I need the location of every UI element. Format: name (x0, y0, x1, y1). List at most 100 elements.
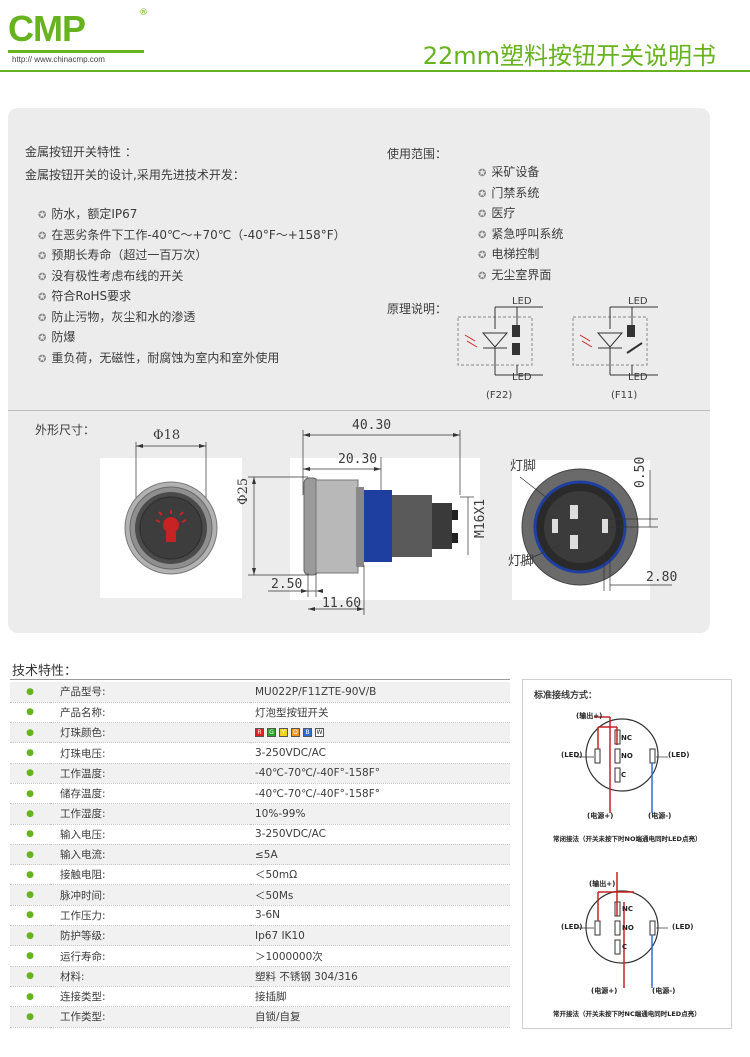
list-item: 防爆 (38, 328, 346, 349)
led-label: LED (628, 372, 648, 383)
table-row: ●脉冲时间:＜50Ms (10, 884, 510, 906)
circuit-diagram-f22 (457, 306, 543, 376)
bullet-icon: ● (10, 945, 50, 967)
dim-0-50: 0.50 (633, 456, 648, 488)
spec-label: 防护等级: (50, 925, 250, 947)
spec-value: 10%-99% (250, 803, 510, 825)
bullet-icon: ● (10, 884, 50, 906)
spec-label: 产品名称: (50, 702, 250, 724)
power-minus-label: (电源-) (652, 987, 676, 995)
list-item: 防水，额定IP67 (38, 205, 346, 226)
table-row: ●工作湿度:10%-99% (10, 803, 510, 825)
c-label: C (622, 943, 628, 951)
table-row: ●接触电阻:＜50mΩ (10, 864, 510, 886)
wiring-diagram-no (576, 872, 668, 988)
bullet-icon: ● (10, 742, 50, 764)
panel-divider (8, 410, 710, 411)
nc-label: NC (621, 734, 632, 742)
bullet-icon: ● (10, 966, 50, 987)
color-chip-green: G (267, 728, 276, 738)
spec-label: 运行寿命: (50, 945, 250, 967)
spec-label: 输入电流: (50, 844, 250, 866)
spec-value: 3-250VDC/AC (250, 742, 510, 764)
led-label: (LED) (561, 751, 583, 759)
spec-value: -40℃-70℃/-40F°-158F° (250, 783, 510, 805)
logo-underline (8, 50, 144, 53)
list-item: 预期长寿命（超过一百万次） (38, 246, 346, 267)
table-row: ●输入电压:3-250VDC/AC (10, 824, 510, 845)
bullet-icon: ● (10, 824, 50, 845)
led-label: (LED) (672, 923, 694, 931)
table-row: ●连接类型:接插脚 (10, 986, 510, 1008)
company-url: http:// www.chinacmp.com (12, 55, 105, 64)
table-row: ●产品名称:灯泡型按钮开关 (10, 702, 510, 724)
spec-label: 储存温度: (50, 783, 250, 805)
specs-table: ●产品型号:MU022P/F11ZTE-90V/B ●产品名称:灯泡型按钮开关 … (10, 682, 510, 1028)
spec-label: 产品型号: (50, 682, 250, 703)
c-label: C (621, 771, 627, 779)
led-label: LED (512, 372, 532, 383)
spec-value: ≤5A (250, 844, 510, 866)
dim-phi25: Φ25 (236, 477, 251, 505)
specs-title: 技术特性： (12, 664, 78, 679)
bullet-icon: ● (10, 844, 50, 866)
principle-title: 原理说明： (387, 302, 448, 316)
table-row: ●运行寿命:＞1000000次 (10, 945, 510, 967)
led-label: LED (628, 296, 648, 307)
power-minus-label: (电源-) (648, 812, 672, 820)
spec-value: -40℃-70℃/-40F°-158F° (250, 763, 510, 784)
power-plus-label: (电源+) (587, 812, 614, 820)
no-label: NO (621, 752, 633, 760)
spec-value: 接插脚 (250, 986, 510, 1008)
spec-label: 材料: (50, 966, 250, 987)
wiring-caption-no: 常开接法（开关未按下时NC端通电同时LED点亮） (553, 1010, 701, 1018)
spec-label: 灯珠颜色: (50, 722, 250, 744)
table-row: ●输入电流:≤5A (10, 844, 510, 866)
bullet-icon: ● (10, 905, 50, 927)
list-item: 无尘室界面 (478, 266, 563, 287)
header-divider (0, 70, 750, 72)
features-title: 金属按钮开关特性 ： (25, 145, 137, 159)
spec-label: 连接类型: (50, 986, 250, 1008)
usage-list: 采矿设备 门禁系统 医疗 紧急呼叫系统 电梯控制 无尘室界面 (478, 163, 563, 286)
dim-20-30: 20.30 (338, 452, 378, 467)
features-list: 防水，额定IP67 在恶劣条件下工作-40℃～+70℃（-40°F～+158°F… (38, 205, 346, 370)
table-row: ●储存温度:-40℃-70℃/-40F°-158F° (10, 783, 510, 805)
color-chip-blue: B (303, 728, 312, 738)
dimensions-title: 外形尺寸： (35, 423, 96, 437)
circuit-diagram-f11 (572, 306, 658, 376)
list-item: 电梯控制 (478, 245, 563, 266)
dim-11-60: 11.60 (322, 596, 362, 611)
bullet-icon: ● (10, 925, 50, 947)
dim-2-50: 2.50 (271, 577, 303, 592)
bullet-icon: ● (10, 864, 50, 886)
table-row: ●灯珠电压:3-250VDC/AC (10, 742, 510, 764)
spec-label: 输入电压: (50, 824, 250, 845)
list-item: 在恶劣条件下工作-40℃～+70℃（-40°F～+158°F） (38, 226, 345, 247)
color-chip-red: R (255, 728, 264, 738)
bullet-icon: ● (10, 702, 50, 724)
list-item: 采矿设备 (478, 163, 563, 184)
company-logo: CMP ® http:// www.chinacmp.com (8, 8, 148, 68)
list-item: 防止污物，灰尘和水的渗透 (38, 308, 346, 329)
output-plus-label: (输出+) (589, 880, 616, 888)
dim-m16: M16X1 (473, 498, 488, 538)
lamp-foot-label: 灯脚 (508, 554, 535, 569)
spec-label: 工作类型: (50, 1006, 250, 1028)
rear-view-drawing (512, 460, 672, 600)
registered-mark: ® (139, 8, 148, 18)
dim-2-80: 2.80 (646, 570, 678, 585)
power-plus-label: (电源+) (591, 987, 618, 995)
bullet-icon: ● (10, 722, 50, 744)
list-item: 门禁系统 (478, 184, 563, 205)
spec-value: ＞1000000次 (250, 945, 510, 967)
spec-label: 脉冲时间: (50, 884, 250, 906)
wiring-panel (522, 679, 732, 1029)
bullet-icon: ● (10, 783, 50, 805)
wiring-diagram-nc (576, 716, 668, 813)
list-item: 重负荷，无磁性，耐腐蚀为室内和室外使用 (38, 349, 346, 370)
spec-value: 3-6N (250, 905, 510, 927)
circuit-caption-f11: (F11) (611, 390, 638, 401)
